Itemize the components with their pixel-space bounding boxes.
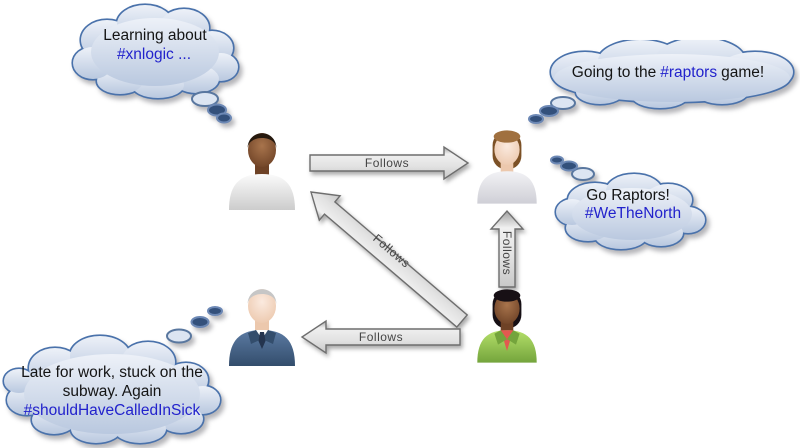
person-woman-green-jacket [471, 283, 543, 363]
hair [247, 289, 277, 305]
cloud-text-line: Late for work, stuck on the [21, 364, 203, 381]
thought-bubble [560, 160, 578, 172]
cloud-text-line: Learning about [103, 27, 207, 44]
thought-bubble [571, 167, 595, 181]
lapel-right [262, 330, 276, 344]
person-woman-gray-top [471, 122, 543, 206]
tie [258, 332, 266, 349]
thought-bubble [191, 91, 219, 107]
person-icon [477, 289, 537, 363]
cloud-bump [554, 54, 790, 102]
cloud-bump [572, 188, 692, 240]
face [248, 133, 276, 167]
thought-trail [528, 96, 576, 124]
lapel-left [248, 330, 262, 344]
thought-trail [191, 91, 232, 124]
torso [477, 171, 537, 204]
thought-bubble [550, 155, 564, 165]
thought-bubble [166, 328, 192, 344]
cloud-text-line: subway. Again [63, 383, 162, 400]
person-man-white-shirt [222, 122, 302, 210]
thought-trail [166, 306, 223, 344]
thought-bubble [539, 105, 559, 117]
arrow-shape [489, 209, 525, 288]
follows-arrow-diagonal: Follows [310, 191, 469, 329]
arrow-shape [309, 145, 470, 181]
cloud-body [4, 336, 220, 443]
thought-trail [550, 155, 595, 181]
follows-arrow-vertical: Follows [489, 209, 525, 288]
arrow-shape [300, 319, 461, 355]
thought-bubble [216, 112, 232, 124]
lapel-right [507, 330, 520, 345]
follows-label: Follows [365, 156, 409, 170]
follows-arrow-bottom: Follows [300, 319, 461, 355]
torso [229, 174, 295, 210]
cloud-text-part: game! [721, 64, 764, 81]
cloud-bump [91, 18, 219, 86]
cloud-body [556, 174, 705, 249]
thought-cloud-we-the-north: Go Raptors! #WeTheNorth [550, 155, 707, 251]
person-icon [229, 289, 295, 366]
cloud-bump [24, 354, 200, 434]
thought-bubble [207, 306, 223, 316]
arrow-shape [310, 191, 469, 329]
person-icon [229, 133, 295, 210]
cloud-text-line: Go Raptors! [586, 187, 670, 204]
thought-bubble [528, 114, 544, 124]
thought-bubble [190, 316, 210, 328]
hair [247, 133, 277, 149]
cloud-text-hashtag: #raptors [660, 64, 717, 81]
thought-cloud-late-for-work: Late for work, stuck on the subway. Agai… [2, 306, 223, 445]
follows-label: Follows [500, 231, 514, 275]
thought-bubble [550, 96, 576, 110]
person-icon [477, 130, 537, 204]
cloud-text-hashtag: #WeTheNorth [585, 205, 681, 222]
hair-fringe [493, 130, 521, 143]
cloud-body [551, 40, 793, 108]
cloud-text-hashtag: #xnlogic ... [117, 46, 191, 63]
hair-fringe [493, 289, 521, 302]
thought-cloud-xnlogic: Learning about #xnlogic ... [71, 3, 240, 124]
lapel-left [494, 330, 507, 345]
cloud-text-part: Going to the [572, 64, 656, 81]
cloud-body [73, 5, 238, 98]
face [494, 293, 520, 324]
face [248, 289, 276, 323]
follows-arrow-top: Follows [309, 145, 470, 181]
follows-label: Follows [359, 330, 403, 344]
face [494, 134, 520, 165]
person-man-blue-suit [222, 278, 302, 366]
cloud-text-hashtag: #shouldHaveCalledInSick [24, 402, 201, 419]
